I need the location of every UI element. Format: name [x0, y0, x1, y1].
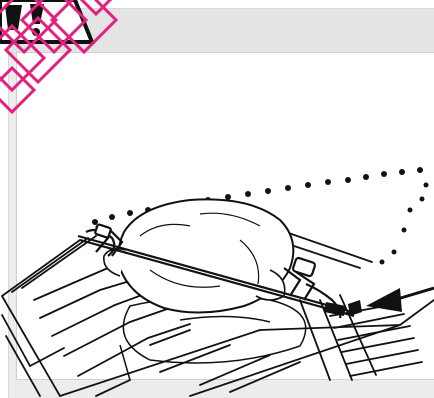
chicken-icon: [104, 199, 294, 312]
warning-triangle-icon: [0, 0, 92, 42]
